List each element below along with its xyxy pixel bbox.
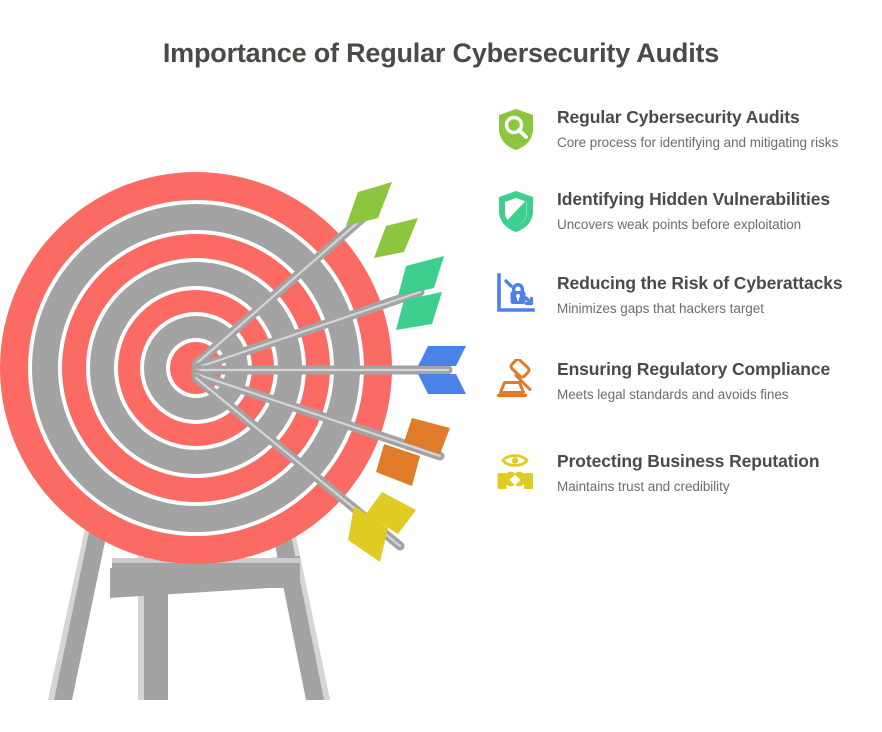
- item-title: Ensuring Regulatory Compliance: [557, 359, 831, 379]
- item-description: Core process for identifying and mitigat…: [557, 135, 839, 151]
- item-description: Maintains trust and credibility: [557, 479, 730, 495]
- arrows-group: [191, 182, 466, 562]
- list-item[interactable]: Regular Cybersecurity Audits Core proces…: [493, 105, 878, 161]
- arrow-yellow: [191, 373, 416, 562]
- chart-lock-down-arrow-icon: [493, 271, 539, 321]
- list-item[interactable]: Identifying Hidden Vulnerabilities Uncov…: [493, 187, 878, 243]
- shield-magnifier-icon: [493, 105, 539, 155]
- target-illustration: [0, 140, 480, 700]
- list-item[interactable]: Protecting Business Reputation Maintains…: [493, 449, 878, 505]
- item-title: Regular Cybersecurity Audits: [557, 107, 800, 127]
- item-title: Protecting Business Reputation: [557, 451, 820, 471]
- item-body: Reducing the Risk of Cyberattacks Minimi…: [539, 271, 878, 318]
- item-body: Ensuring Regulatory Compliance Meets leg…: [539, 357, 878, 404]
- arrow-teal: [191, 256, 444, 373]
- arrow-blue: [191, 346, 466, 394]
- list-item[interactable]: Ensuring Regulatory Compliance Meets leg…: [493, 357, 878, 413]
- item-body: Protecting Business Reputation Maintains…: [539, 449, 878, 496]
- arrow-orange: [191, 369, 450, 486]
- item-description: Meets legal standards and avoids fines: [557, 387, 789, 403]
- item-description: Minimizes gaps that hackers target: [557, 301, 764, 317]
- item-description: Uncovers weak points before exploitation: [557, 217, 802, 233]
- item-body: Identifying Hidden Vulnerabilities Uncov…: [539, 187, 878, 234]
- shield-slash-icon: [493, 187, 539, 237]
- benefits-list: Regular Cybersecurity Audits Core proces…: [493, 105, 878, 505]
- arrow-green: [191, 182, 418, 369]
- eye-handshake-icon: [493, 449, 539, 499]
- item-title: Identifying Hidden Vulnerabilities: [557, 189, 831, 209]
- item-title: Reducing the Risk of Cyberattacks: [557, 273, 843, 293]
- item-body: Regular Cybersecurity Audits Core proces…: [539, 105, 878, 152]
- list-item[interactable]: Reducing the Risk of Cyberattacks Minimi…: [493, 271, 878, 327]
- gavel-icon: [493, 357, 539, 407]
- page-title: Importance of Regular Cybersecurity Audi…: [162, 38, 720, 68]
